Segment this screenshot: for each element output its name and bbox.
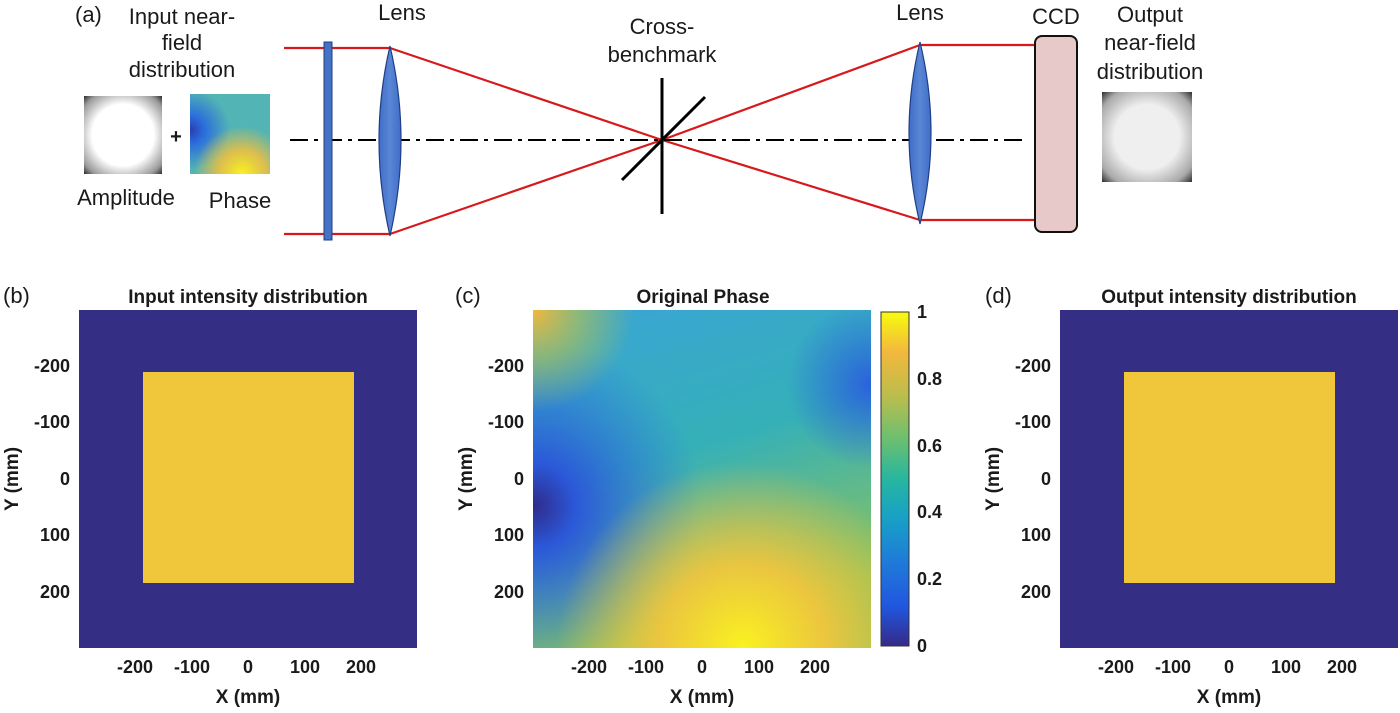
- input-title-line3: distribution: [129, 57, 235, 82]
- xtick: -100: [174, 657, 210, 677]
- xtick: 0: [1224, 657, 1234, 677]
- panel-d-xlabel: X (mm): [1197, 687, 1261, 708]
- cross-benchmark-label-1: Cross-: [630, 14, 695, 39]
- lens-1-label: Lens: [378, 0, 426, 25]
- panel-a-optical-setup: (a) Input near- field distribution + Amp…: [75, 0, 1203, 241]
- cross-benchmark-label-2: benchmark: [608, 42, 718, 67]
- panel-d-label: (d): [985, 283, 1012, 308]
- ytick: -100: [488, 412, 524, 432]
- laser-beam-paths: [284, 43, 1036, 236]
- xtick: -200: [1098, 657, 1134, 677]
- ytick: 100: [40, 525, 70, 545]
- amplitude-thumbnail: [84, 96, 162, 174]
- panel-c-xlabel: X (mm): [670, 687, 734, 708]
- ccd-label: CCD: [1032, 4, 1080, 29]
- ytick: 100: [1021, 525, 1051, 545]
- panel-b-title: Input intensity distribution: [128, 287, 368, 308]
- panel-b-input-intensity: (b) Input intensity distribution -200 -1…: [2, 283, 417, 708]
- output-title-line1: Output: [1117, 2, 1183, 27]
- panel-c-original-phase: (c) Original Phase -200 -100 0 100 200 -…: [455, 283, 942, 708]
- xtick: -200: [571, 657, 607, 677]
- xtick: 0: [243, 657, 253, 677]
- lens-2-label: Lens: [896, 0, 944, 25]
- xtick: 100: [744, 657, 774, 677]
- xtick: 200: [800, 657, 830, 677]
- xtick: -100: [628, 657, 664, 677]
- xtick: -100: [1155, 657, 1191, 677]
- xtick: 100: [1271, 657, 1301, 677]
- ytick: 200: [1021, 582, 1051, 602]
- ytick: -200: [488, 356, 524, 376]
- lens-1: [378, 45, 402, 237]
- xtick: 0: [697, 657, 707, 677]
- ytick: -100: [1015, 412, 1051, 432]
- ytick: 200: [40, 582, 70, 602]
- output-thumbnail: [1102, 92, 1192, 182]
- colorbar-ticks: 0 0.2 0.4 0.6 0.8 1: [917, 302, 942, 656]
- panel-d-xticks: -200 -100 0 100 200: [1098, 657, 1357, 677]
- colorbar-tick: 0.8: [917, 369, 942, 389]
- colorbar-tick: 1: [917, 302, 927, 322]
- colorbar-tick: 0.4: [917, 502, 942, 522]
- amplitude-label: Amplitude: [77, 185, 175, 210]
- lens-2: [908, 41, 932, 225]
- ytick: 0: [1041, 469, 1051, 489]
- panel-b-square: [143, 372, 354, 583]
- panel-c-xticks: -200 -100 0 100 200: [571, 657, 830, 677]
- panel-b-xlabel: X (mm): [216, 687, 280, 708]
- colorbar: [880, 311, 910, 647]
- colorbar-tick: 0: [917, 636, 927, 656]
- panel-b-ylabel: Y (mm): [2, 447, 23, 511]
- panel-c-title: Original Phase: [636, 287, 769, 308]
- panel-d-yticks: -200 -100 0 100 200: [1015, 356, 1051, 602]
- panel-b-xticks: -200 -100 0 100 200: [117, 657, 376, 677]
- ytick: 0: [514, 469, 524, 489]
- output-title-line2: near-field: [1104, 30, 1196, 55]
- panel-d-title: Output intensity distribution: [1101, 287, 1356, 308]
- phase-thumbnail: [190, 94, 270, 174]
- input-title-line2: field: [162, 30, 202, 55]
- panel-d-square: [1124, 372, 1335, 583]
- panel-c-ylabel: Y (mm): [456, 447, 477, 511]
- ytick: 100: [494, 525, 524, 545]
- xtick: -200: [117, 657, 153, 677]
- panel-d-output-intensity: (d) Output intensity distribution -200 -…: [983, 283, 1398, 708]
- phase-plate: [323, 41, 333, 241]
- input-title-line1: Input near-: [129, 4, 235, 29]
- colorbar-tick: 0.2: [917, 569, 942, 589]
- ytick: -200: [34, 356, 70, 376]
- ccd-sensor: [1034, 35, 1078, 233]
- ytick: -200: [1015, 356, 1051, 376]
- phase-label: Phase: [209, 188, 271, 213]
- panel-a-label: (a): [75, 2, 102, 27]
- panel-d-ylabel: Y (mm): [983, 447, 1004, 511]
- panel-c-yticks: -200 -100 0 100 200: [488, 356, 524, 602]
- xtick: 100: [290, 657, 320, 677]
- panel-b-label: (b): [3, 283, 30, 308]
- output-title-line3: distribution: [1097, 59, 1203, 84]
- ytick: 0: [60, 469, 70, 489]
- phase-map: [533, 310, 871, 648]
- panel-b-yticks: -200 -100 0 100 200: [34, 356, 70, 602]
- xtick: 200: [346, 657, 376, 677]
- cross-benchmark-icon: [620, 78, 707, 214]
- ytick: -100: [34, 412, 70, 432]
- colorbar-tick: 0.6: [917, 436, 942, 456]
- panel-c-label: (c): [455, 283, 481, 308]
- plus-sign: +: [170, 126, 182, 148]
- ytick: 200: [494, 582, 524, 602]
- xtick: 200: [1327, 657, 1357, 677]
